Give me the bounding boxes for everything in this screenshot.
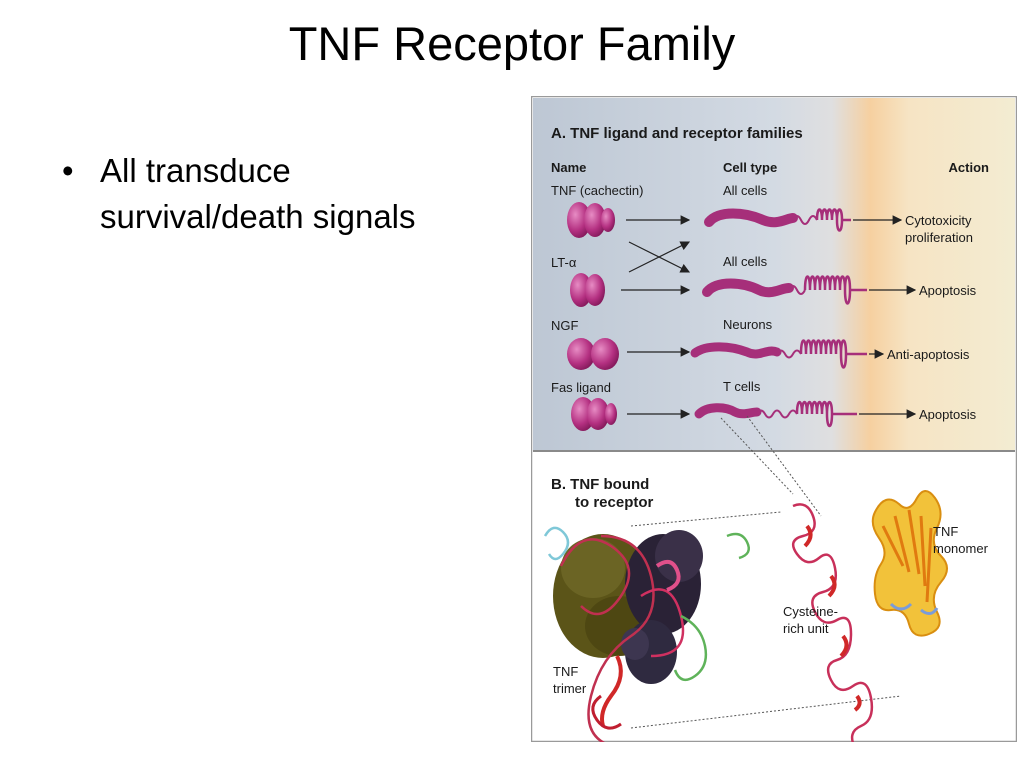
col-header-cell-type: Cell type	[723, 160, 777, 175]
row-action-lta: Apoptosis	[919, 283, 977, 298]
receptor-tnf	[704, 208, 851, 232]
row-action-tnf-line2: proliferation	[905, 230, 973, 245]
ligand-tnf	[567, 202, 615, 238]
col-header-action: Action	[949, 160, 990, 175]
label-cysteine-line2: rich unit	[783, 621, 829, 636]
tnf-figure: A. TNF ligand and receptor families Name…	[531, 96, 1017, 742]
ligand-ngf	[567, 338, 619, 370]
label-tnf-trimer-line1: TNF	[553, 664, 578, 679]
row-cell-fas: T cells	[723, 379, 761, 394]
label-tnf-trimer-line2: trimer	[553, 681, 587, 696]
col-header-name: Name	[551, 160, 586, 175]
row-cell-lta: All cells	[723, 254, 768, 269]
panel-a-heading: A. TNF ligand and receptor families	[551, 125, 803, 142]
label-tnf-monomer-line1: TNF	[933, 524, 958, 539]
label-cysteine-line1: Cysteine-	[783, 604, 838, 619]
panel-b-heading-line1: B. TNF bound	[551, 476, 649, 493]
bullet-text: All transduce survival/death signals	[100, 152, 416, 235]
panel-a-background	[533, 98, 1015, 450]
receptor-ngf	[690, 339, 867, 369]
row-action-tnf-line1: Cytotoxicity	[905, 213, 972, 228]
tnf-monomer-ribbon	[871, 490, 948, 637]
dotted-connectors	[630, 415, 902, 729]
row-cell-tnf: All cells	[723, 183, 768, 198]
cross-arrow-up	[628, 241, 691, 273]
panel-divider	[533, 450, 1015, 452]
bullet-item: • All transduce survival/death signals	[58, 148, 498, 240]
receptor-fas	[694, 400, 857, 428]
row-name-fas: Fas ligand	[551, 380, 611, 395]
ligand-fas	[571, 397, 617, 431]
row-name-tnf: TNF (cachectin)	[551, 183, 643, 198]
slide-title: TNF Receptor Family	[288, 17, 736, 70]
figure-svg: A. TNF ligand and receptor families Name…	[531, 96, 1017, 742]
ligand-lta	[570, 273, 605, 307]
panel-b-heading-line2: to receptor	[575, 494, 654, 511]
row-cell-ngf: Neurons	[723, 317, 773, 332]
row-action-fas: Apoptosis	[919, 407, 977, 422]
bullet-list: • All transduce survival/death signals	[58, 148, 498, 240]
tnf-trimer-model	[543, 526, 750, 742]
receptor-lta	[702, 275, 867, 305]
receptor-ribbon	[791, 503, 874, 742]
row-action-ngf: Anti-apoptosis	[887, 347, 970, 362]
bullet-dot-icon: •	[62, 152, 74, 189]
label-tnf-monomer-line2: monomer	[933, 541, 989, 556]
row-name-lta: LT-α	[551, 255, 577, 270]
row-name-ngf: NGF	[551, 318, 579, 333]
